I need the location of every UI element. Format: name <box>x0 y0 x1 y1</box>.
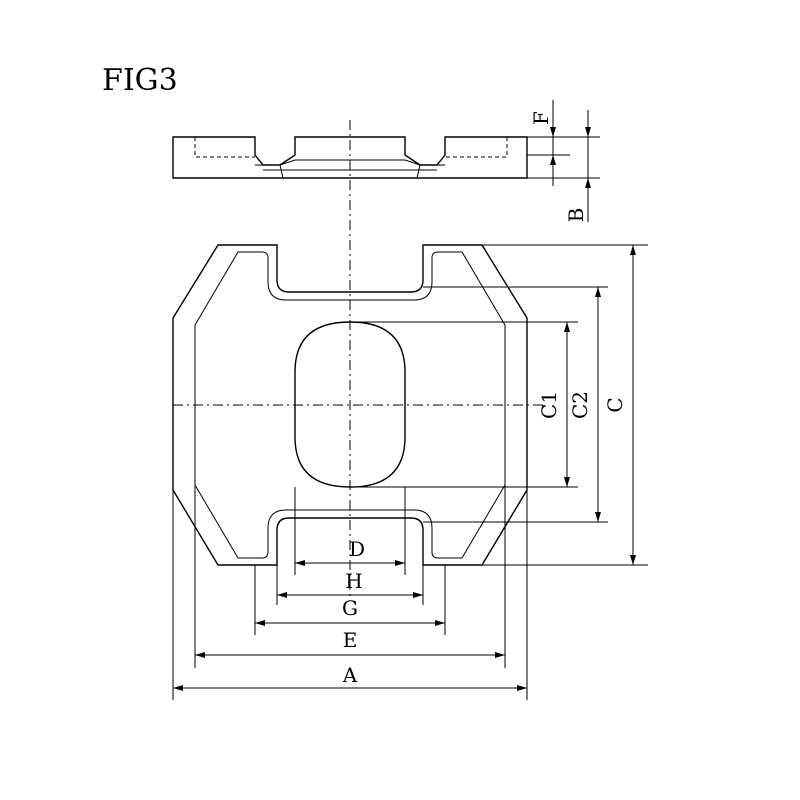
label-A: A <box>342 663 358 687</box>
label-C1: C1 <box>537 391 561 419</box>
label-F: F <box>529 111 553 125</box>
plan-view <box>172 120 545 600</box>
label-C2: C2 <box>568 391 592 419</box>
dimension-horizontal-group: D H G E A <box>172 485 528 700</box>
figure-title: FIG3 <box>102 63 178 98</box>
label-B: B <box>564 208 588 223</box>
label-H: H <box>345 569 362 593</box>
label-E: E <box>343 628 358 652</box>
dimension-f-b: F B <box>527 100 600 222</box>
dimension-c-group: C1 C2 C <box>350 244 648 566</box>
label-D: D <box>349 537 365 561</box>
label-G: G <box>342 596 358 620</box>
label-C: C <box>603 397 627 412</box>
